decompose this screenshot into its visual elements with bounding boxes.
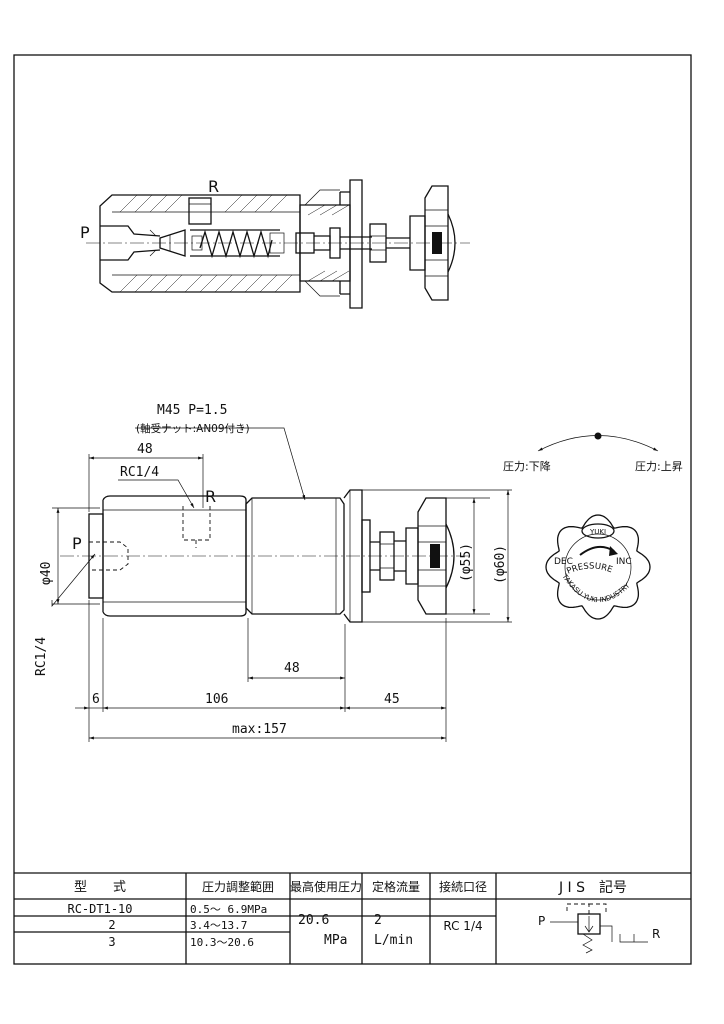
outline-lock-nut — [379, 531, 395, 581]
spec-header-jis: J I S 記号 — [558, 879, 627, 896]
knob-ring-text-2: TAKASU YUKI INDUSTRY — [560, 572, 632, 604]
spec-header-model: 型 式 — [74, 880, 126, 895]
spec-row-range-3: 10.3～20.6 — [190, 936, 254, 949]
knob-inc-label: INC — [616, 557, 632, 567]
section-bonnet — [295, 179, 410, 309]
jis-port-r-label: R — [652, 927, 660, 941]
brand-badge-label: YUKI — [589, 528, 606, 536]
jis-port-p-label: P — [538, 914, 545, 928]
knob-direction-arrow — [579, 545, 615, 556]
section-port-r-label: R — [208, 177, 219, 196]
dim-phi40-label: φ40 — [39, 562, 54, 585]
spec-row-range-1: 0.5～ 6.9MPa — [190, 903, 267, 916]
spec-table: 型 式 圧力調整範囲 最高使用圧力 定格流量 接続口径 J I S 記号 RC-… — [14, 872, 691, 964]
dim-phi60-label: (φ60) — [493, 545, 508, 584]
jis-relief-valve-symbol: P R — [538, 903, 660, 954]
outline-threaded-section — [245, 497, 345, 615]
thread-spec-label: M45 P=1.5 — [157, 403, 227, 418]
spec-max-pressure-unit: MPa — [324, 933, 347, 948]
section-port-p-label: P — [80, 223, 90, 242]
outline-knob — [405, 497, 455, 615]
section-body — [99, 194, 301, 293]
knob-outline — [545, 514, 651, 620]
outline-port-p-label: P — [72, 534, 82, 553]
label-pressure-increase: 圧力:上昇 — [635, 460, 683, 473]
drawing-frame — [13, 54, 692, 965]
knob-view: 圧力:下降 圧力:上昇 YUKI DEC INC PRESSURE TAKASU… — [503, 432, 683, 620]
spec-header-range: 圧力調整範囲 — [202, 879, 274, 894]
dim-rc-left-label: RC1/4 — [34, 637, 49, 676]
section-knob — [409, 185, 456, 301]
dim-max-label: max:157 — [232, 722, 287, 737]
outline-port-r-label: R — [205, 487, 216, 506]
knob-inner-ring — [564, 533, 632, 601]
dim-48-top-label: 48 — [137, 442, 153, 457]
section-view: P R — [80, 177, 470, 309]
section-r-port — [188, 197, 212, 225]
spec-row-model-2: 2 — [108, 918, 115, 932]
spec-row-model-3: 3 — [108, 935, 115, 949]
label-pressure-decrease: 圧力:下降 — [503, 459, 551, 473]
dim-106-label: 106 — [205, 692, 228, 707]
outline-r-port — [182, 506, 211, 541]
dim-rc-top-label: RC1/4 — [120, 465, 159, 480]
spec-port-size: RC 1/4 — [443, 919, 482, 933]
spec-header-port-size: 接続口径 — [439, 879, 487, 894]
dim-48-bottom-label: 48 — [284, 661, 300, 676]
dim-6-label: 6 — [92, 692, 100, 707]
knob-dec-label: DEC — [554, 557, 573, 567]
dim-45-label: 45 — [384, 692, 400, 707]
spec-header-rated-flow: 定格流量 — [372, 879, 420, 894]
rotation-dot — [594, 432, 602, 440]
outline-view: M45 P=1.5 (軸受ナット:AN09付き) 48 RC1/4 R P φ4… — [34, 403, 512, 742]
brand-badge — [581, 523, 615, 539]
thread-note-label: (軸受ナット:AN09付き) — [136, 422, 250, 435]
dim-phi55-label: (φ55) — [459, 543, 474, 582]
spec-rated-flow-value: 2 — [374, 913, 382, 928]
spec-header-max-pressure: 最高使用圧力 — [290, 879, 362, 894]
spring-symbol — [199, 229, 273, 259]
spec-row-range-2: 3.4～13.7 — [190, 919, 247, 932]
spec-rated-flow-unit: L/min — [374, 933, 413, 948]
spec-row-model-1: RC-DT1-10 — [67, 902, 132, 916]
spec-max-pressure-value: 20.6 — [298, 913, 329, 928]
